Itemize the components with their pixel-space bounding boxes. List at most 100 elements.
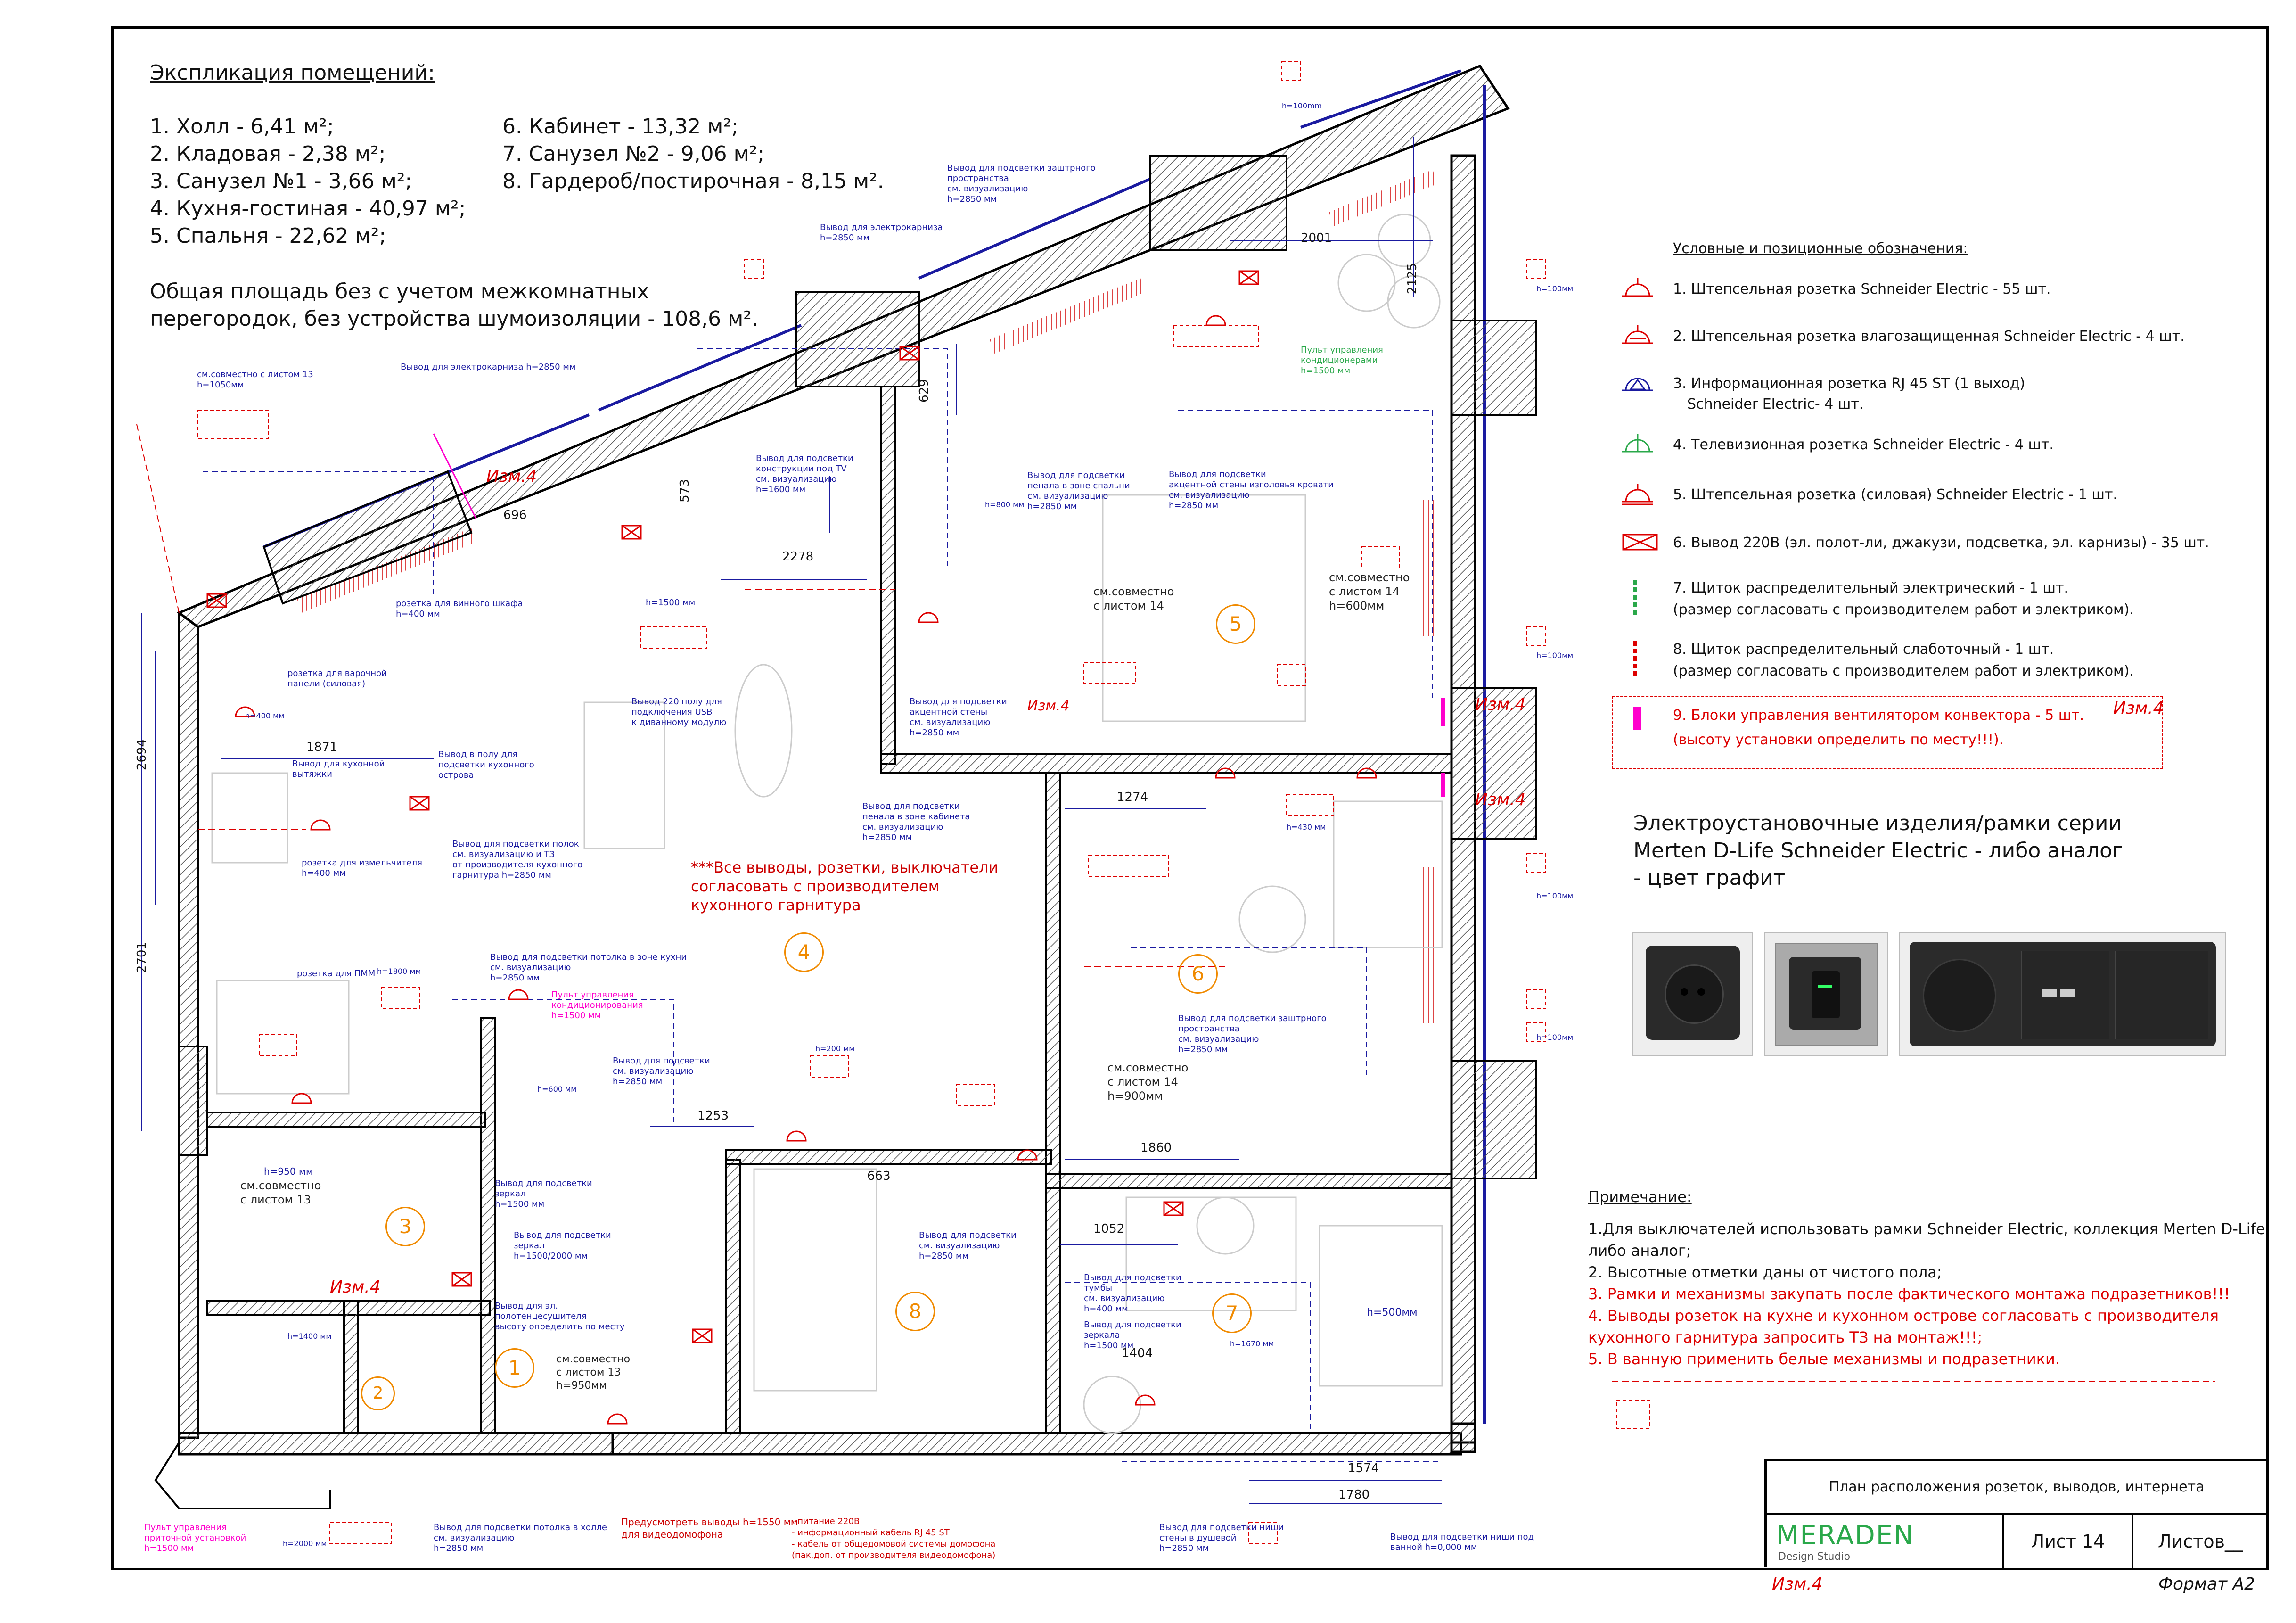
room-badge-1: 1 xyxy=(495,1348,534,1388)
socket-icon xyxy=(1622,278,1653,297)
note-line: 1.Для выключателей использовать рамки Sc… xyxy=(1588,1220,2265,1238)
legend-item-label: (высоту установки определить по месту!!!… xyxy=(1673,732,2004,748)
height-mark: h=1400 мм xyxy=(287,1332,332,1341)
revision-legend-box xyxy=(1612,696,2163,769)
frame-product-photo xyxy=(1899,932,2226,1056)
room-badge-3: 3 xyxy=(385,1207,425,1246)
room-entry: 4. Кухня-гостиная - 40,97 м²; xyxy=(150,197,466,221)
plan-callout: Вывод для подсветки конструкции под TV с… xyxy=(756,453,853,494)
dimension-value: 1404 xyxy=(1122,1346,1153,1360)
plan-callout: Вывод для подсветки потолка в холле см. … xyxy=(434,1523,607,1553)
legend-title: Условные и позиционные обозначения: xyxy=(1673,240,1968,257)
note-line: 2. Высотные отметки даны от чистого пола… xyxy=(1588,1263,1942,1281)
rj45-socket-icon xyxy=(1622,378,1653,391)
low-current-panel-icon xyxy=(1633,641,1637,676)
footer-revision-mark: Изм.4 xyxy=(1772,1574,1823,1594)
revision-mark: Изм.4 xyxy=(1027,698,1070,714)
plan-callout: Вывод для подсветки тумбы см. визуализац… xyxy=(1084,1273,1181,1314)
room-entry: 7. Санузел №2 - 9,06 м²; xyxy=(502,142,765,166)
notes-list: 1.Для выключателей использовать рамки Sc… xyxy=(1588,1218,2265,1370)
dimension-value: 1574 xyxy=(1348,1461,1379,1475)
plan-callout: Вывод для подсветки заштрного пространст… xyxy=(947,163,1096,204)
dimension-value: 696 xyxy=(503,508,527,522)
fan-control-blocks xyxy=(433,433,1445,797)
legend-item-label: 8. Щиток распределительный слаботочный -… xyxy=(1673,641,2054,658)
room-badge-7: 7 xyxy=(1212,1293,1252,1333)
explication-title: Экспликация помещений: xyxy=(150,61,435,85)
kitchen-note: ***Все выводы, розетки, выключатели согл… xyxy=(691,858,999,914)
note-line: 5. В ванную применить белые механизмы и … xyxy=(1588,1350,2060,1368)
revision-mark: Изм.4 xyxy=(486,467,537,486)
height-mark: h=100мм xyxy=(1536,651,1574,660)
revision-mark: Изм.4 xyxy=(330,1277,381,1297)
series-line: Merten D-Life Schneider Electric - либо … xyxy=(1633,839,2124,863)
legend-item-label: (размер согласовать с производителем раб… xyxy=(1673,663,2134,679)
tv-socket-icon xyxy=(1622,434,1653,453)
dimension-value: 1253 xyxy=(697,1109,729,1123)
plan-callout: Пульт управления кондиционирования h=150… xyxy=(551,990,643,1021)
height-mark: h=100мм xyxy=(1536,284,1574,293)
dimension-value: 1052 xyxy=(1093,1222,1125,1236)
inner-walls xyxy=(206,386,1452,1434)
room-badge-2: 2 xyxy=(361,1376,395,1410)
plan-callout: см.совместно с листом 13 h=1050мм xyxy=(197,370,313,390)
electrical-panel-icon xyxy=(1633,580,1637,615)
plan-callout: Вывод для подсветки пенала в зоне спальн… xyxy=(1027,470,1130,511)
note-line: либо аналог; xyxy=(1588,1242,1691,1260)
dimension-value: 1780 xyxy=(1338,1488,1370,1502)
socket-boxes xyxy=(197,61,1650,1544)
plan-callout: Вывод для подсветки пенала в зоне кабине… xyxy=(862,801,970,842)
power-socket-icon xyxy=(1622,484,1653,505)
height-mark: h=500мм xyxy=(1367,1307,1418,1318)
intercom-cable-note: - питание 220В - информационный кабель R… xyxy=(792,1516,996,1560)
sheet-number: Лист 14 xyxy=(2002,1513,2133,1570)
height-mark: h=1670 мм xyxy=(1230,1339,1274,1348)
plan-callout: см.совместно с листом 13 h=950мм xyxy=(556,1353,631,1392)
dimension-value: 1274 xyxy=(1117,790,1148,804)
dimension-value: 573 xyxy=(677,479,692,503)
plan-callout: Вывод для кухонной вытяжки xyxy=(292,759,385,779)
room-entry: 5. Спальня - 22,62 м²; xyxy=(150,224,386,248)
room-badge-8: 8 xyxy=(895,1292,935,1331)
dimension-lines xyxy=(141,137,1442,1504)
plan-callout: Вывод для подсветки акцентной стены см. … xyxy=(910,697,1007,738)
revision-mark: Изм.4 xyxy=(1475,695,1526,714)
dimension-value: 2278 xyxy=(782,550,814,564)
room-entry: 3. Санузел №1 - 3,66 м²; xyxy=(150,169,412,193)
plan-callout: см.совместно с листом 14 h=900мм xyxy=(1107,1061,1189,1103)
dimension-value: 2694 xyxy=(135,739,149,771)
plan-callout: Вывод для подсветки ниши стены в душевой… xyxy=(1159,1523,1284,1553)
series-description: Электроустановочные изделия/рамки серии … xyxy=(1633,810,2123,892)
revision-mark: Изм.4 xyxy=(1475,790,1526,809)
plan-callout: Вывод для подсветки см. визуализацию h=2… xyxy=(919,1230,1017,1261)
title-block: План расположения розеток, выводов, инте… xyxy=(1764,1459,2266,1570)
dimension-value: 663 xyxy=(867,1169,891,1183)
plan-callout: Вывод для подсветки полок см. визуализац… xyxy=(452,839,583,880)
plan-callout: см.совместно с листом 14 xyxy=(1093,585,1174,612)
furniture xyxy=(211,214,1443,1434)
drawing-frame xyxy=(111,26,2269,1570)
plan-callout: Вывод 220 полу для подключения USB к див… xyxy=(631,697,727,727)
dimension-value: 2125 xyxy=(1405,263,1420,295)
height-mark: h=200 мм xyxy=(815,1044,855,1053)
legend-item-label: Schneider Electric- 4 шт. xyxy=(1687,396,1864,412)
socket-waterproof-icon xyxy=(1622,325,1653,344)
note-line: 3. Рамки и механизмы закупать после факт… xyxy=(1588,1285,2230,1303)
dimension-value: 1871 xyxy=(306,740,338,754)
plan-callout: см.совместно с листом 14 h=600мм xyxy=(1329,571,1410,612)
legend-revision-mark: Изм.4 xyxy=(2113,699,2164,718)
plan-callout: Вывод для подсветки заштрного пространст… xyxy=(1178,1013,1327,1055)
plan-callout: см.совместно с листом 13 xyxy=(240,1179,321,1206)
legend-item-label: 6. Вывод 220В (эл. полот-ли, джакузи, по… xyxy=(1673,535,2209,551)
plan-callout: Пульт управления приточной установкой h=… xyxy=(144,1523,246,1553)
height-mark: h=100мм xyxy=(1536,1033,1574,1042)
room-badge-5: 5 xyxy=(1216,604,1255,644)
room-badge-6: 6 xyxy=(1178,954,1218,994)
series-line: - цвет графит xyxy=(1633,866,1786,890)
height-mark: h=2000 мм xyxy=(283,1539,327,1548)
intercom-note: Предусмотреть выводы h=1550 мм для видео… xyxy=(621,1516,798,1540)
dimension-value: 2701 xyxy=(135,941,149,973)
legend-item-label: (размер согласовать с производителем раб… xyxy=(1673,601,2134,618)
columns xyxy=(178,155,1537,1179)
